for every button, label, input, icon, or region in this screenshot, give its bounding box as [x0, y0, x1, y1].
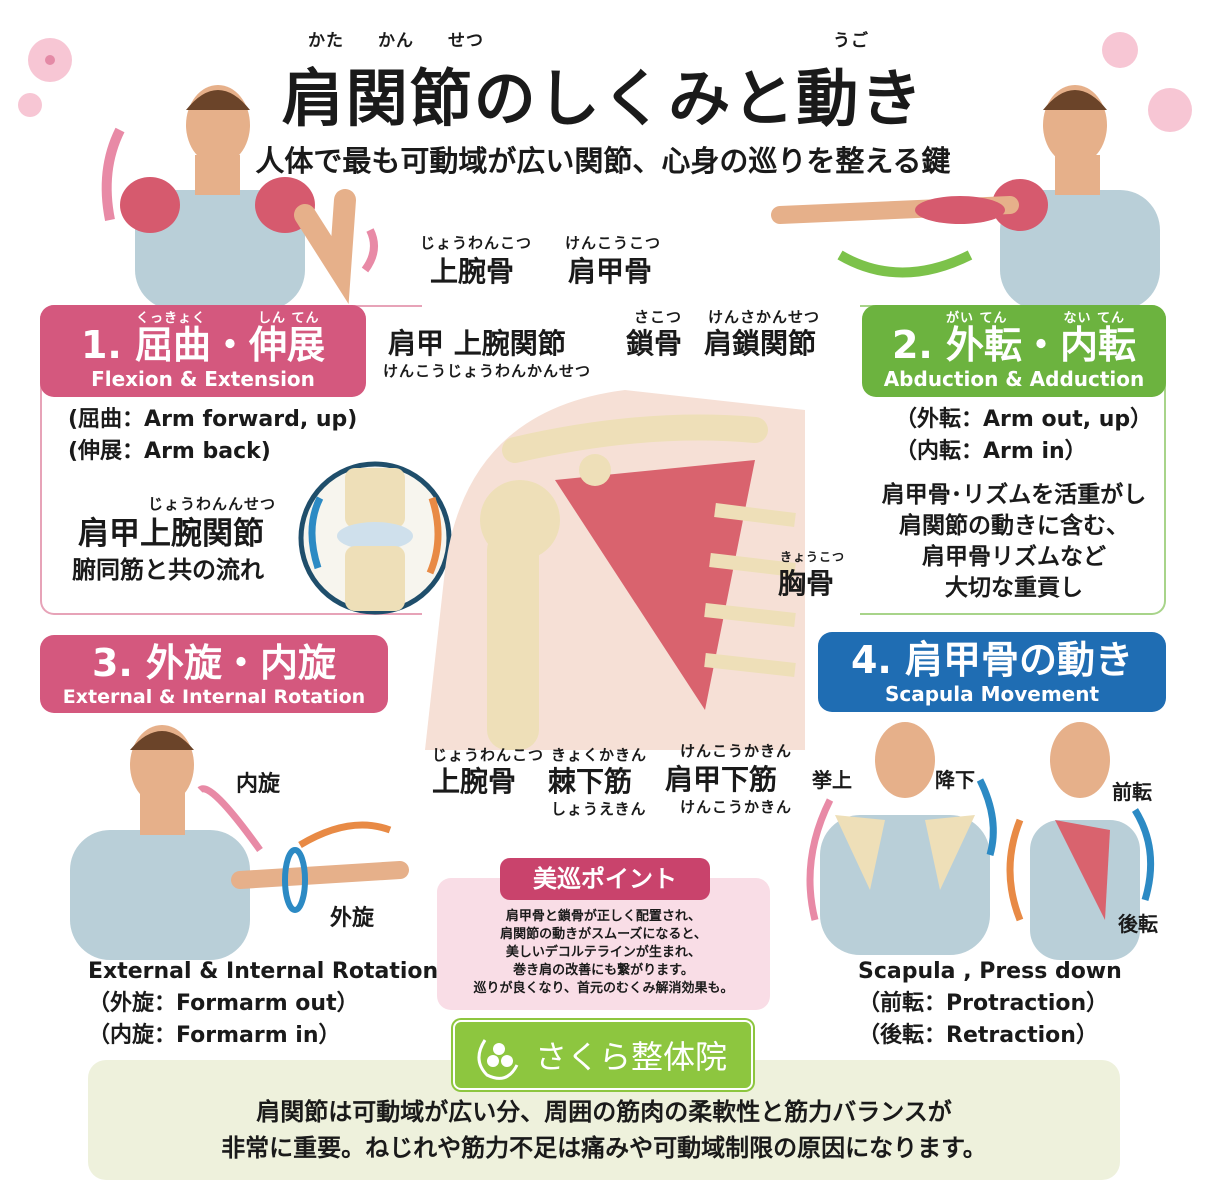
page-subtitle: 人体で最も可動域が広い関節、心身の巡りを整える鍵 — [255, 144, 951, 178]
glenohumeral-title: 肩甲上腕関節 — [78, 516, 264, 552]
panel-abduction-subtitle: Abduction & Adduction — [883, 367, 1145, 391]
extension-line: (伸展：Arm back) — [68, 439, 271, 464]
label-scapula: 肩甲骨 — [568, 255, 653, 288]
label-glenohumeral-joint: 肩甲 上腕関節 — [388, 327, 566, 360]
retraction-line: （後転：Retraction） — [858, 1023, 1098, 1048]
sakura-logo-icon — [477, 1039, 519, 1080]
label-protraction: 前転 — [1112, 780, 1152, 804]
scapula-caption: Scapula , Press down — [858, 959, 1122, 984]
protraction-line: （前転：Protraction） — [858, 991, 1109, 1016]
rotation-caption: External & Internal Rotation — [88, 959, 439, 984]
figure-rotation — [70, 725, 409, 960]
label-depression: 降下 — [935, 768, 975, 792]
panel-scapula-subtitle: Scapula Movement — [884, 682, 1100, 706]
label-sternum: 胸骨 — [778, 567, 835, 600]
glenohumeral-text: 腑同筋と共の流れ — [72, 556, 264, 584]
clinic-logo: さくら整体院 — [453, 1020, 753, 1090]
infraspinatus-reading: しょうえきん — [551, 800, 647, 818]
panel-flexion-subtitle: Flexion & Extension — [91, 367, 315, 391]
label-clavicle: 鎖骨 — [626, 327, 683, 360]
abduction-line: （外転：Arm out, up） — [895, 407, 1153, 432]
internal-rotation-line: （内旋：Formarm in） — [88, 1023, 341, 1048]
label-retraction: 後転 — [1118, 912, 1158, 936]
figure-flexion — [101, 85, 378, 310]
panel-flexion-title: 1. 屈曲・伸展 — [80, 323, 326, 367]
page-title: 肩関節のしくみと動き — [281, 62, 925, 135]
panel-abduction-title: 2. 外転・内転 — [891, 323, 1137, 367]
shoulder-anatomy-illustration — [425, 390, 805, 750]
glenohumeral-ruby: じょうわんんせつ — [148, 495, 277, 513]
infraspinatus-ruby: きょくかきん — [551, 746, 648, 764]
clinic-name: さくら整体院 — [535, 1038, 728, 1076]
external-rotation-line: （外旋：Formarm out） — [88, 991, 359, 1016]
panel-rotation-subtitle: External & Internal Rotation — [62, 686, 366, 708]
panel-scapula-header: 4. 肩甲骨の動き Scapula Movement — [818, 632, 1166, 712]
adduction-line: （内転：Arm in） — [895, 439, 1087, 464]
clavicle-ruby: さこつ — [634, 308, 683, 326]
panel-abduction-header: がい てんない てん 2. 外転・内転 Abduction & Adductio… — [862, 305, 1166, 397]
humerus-bottom-ruby: じょうわんこつ — [432, 746, 545, 764]
flexion-line: (屈曲：Arm forward, up) — [68, 407, 358, 432]
humerus-top-ruby: じょうわんこつ — [420, 234, 533, 252]
figure-abduction — [771, 85, 1160, 310]
sakura-decoration-left — [18, 38, 72, 117]
subscapularis-reading: けんこうかきん — [680, 798, 793, 816]
panel-scapula-title: 4. 肩甲骨の動き — [850, 638, 1134, 682]
label-ac-joint: 肩鎖関節 — [704, 327, 817, 360]
sternum-ruby: きょうこつ — [780, 550, 846, 564]
label-humerus-bottom: 上腕骨 — [432, 765, 517, 798]
abduction-description: 肩甲骨･リズムを活重がし肩関節の動きに含む、肩甲骨リズムなど大切な重貢し — [881, 482, 1147, 601]
joint-closeup-illustration — [298, 461, 452, 615]
panel-flexion-header: くっきょくしん てん 1. 屈曲・伸展 Flexion & Extension — [40, 305, 366, 397]
scapula-ruby: けんこうこつ — [565, 234, 662, 252]
label-internal-rotation: 内旋 — [236, 772, 281, 797]
ac-joint-ruby: けんさかんせつ — [708, 308, 821, 326]
point-text: 肩甲骨と鎖骨が正しく配置され、肩関節の動きがスムーズになると、美しいデコルテライ… — [473, 909, 734, 996]
panel-rotation-header: 3. 外旋・内旋 External & Internal Rotation — [40, 635, 388, 713]
figure-scapula — [806, 722, 1155, 960]
point-box: 肩甲骨と鎖骨が正しく配置され、肩関節の動きがスムーズになると、美しいデコルテライ… — [437, 878, 770, 1010]
label-elevation: 挙上 — [812, 768, 852, 792]
footer-text: 肩関節は可動域が広い分、周囲の筋肉の柔軟性と筋力バランスが非常に重要。ねじれや筋… — [221, 1098, 987, 1162]
label-subscapularis: 肩甲下筋 — [665, 763, 778, 796]
label-humerus-top: 上腕骨 — [430, 255, 515, 288]
sakura-decoration-right — [1102, 32, 1192, 132]
panel-rotation-title: 3. 外旋・内旋 — [91, 641, 337, 685]
glenohumeral-reading: けんこうじょうわんかんせつ — [383, 362, 592, 380]
label-external-rotation: 外旋 — [330, 906, 375, 931]
footer-banner: 肩関節は可動域が広い分、周囲の筋肉の柔軟性と筋力バランスが非常に重要。ねじれや筋… — [88, 1060, 1120, 1180]
label-infraspinatus: 棘下筋 — [548, 765, 633, 798]
point-title: 美巡ポイント — [500, 858, 710, 900]
subscapularis-ruby: けんこうかきん — [680, 742, 793, 760]
